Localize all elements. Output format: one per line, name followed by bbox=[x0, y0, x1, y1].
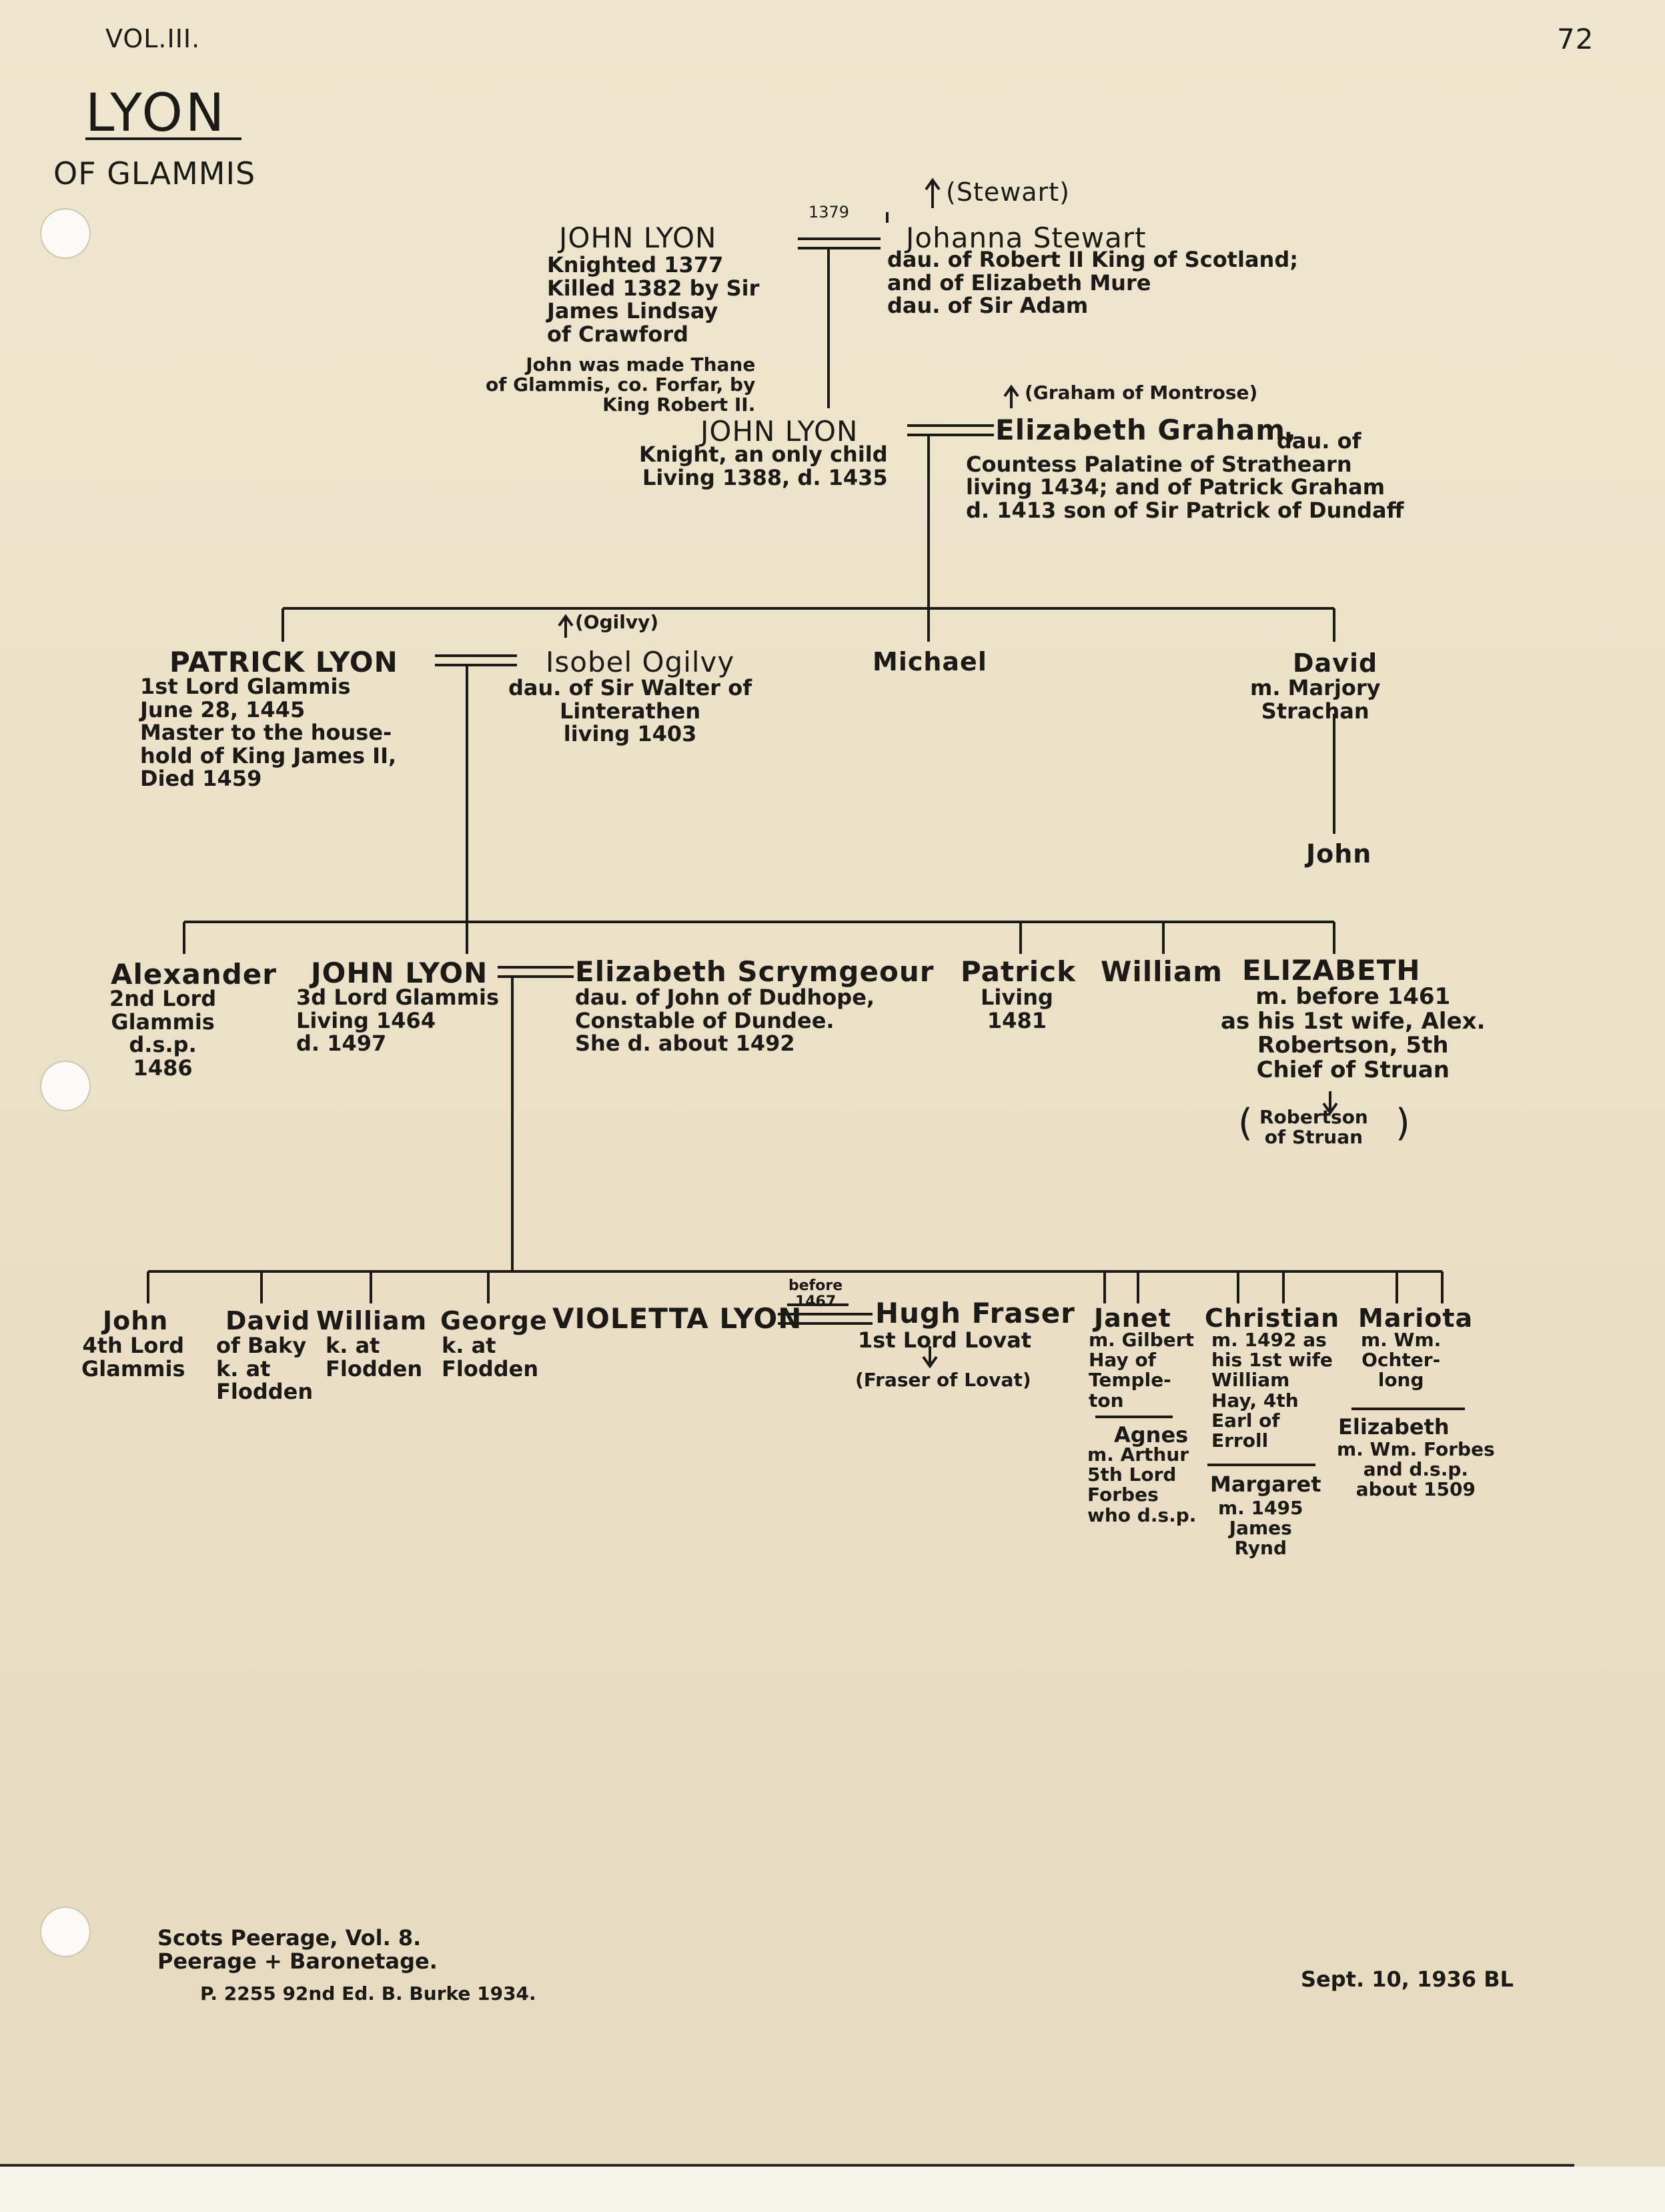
gen4-patrick-note: Living 1481 bbox=[981, 985, 1053, 1033]
gen3-isobel-note: dau. of Sir Walter of Linterathen living… bbox=[508, 675, 752, 747]
gen5-john-name: John bbox=[103, 1306, 169, 1335]
scan-margin bbox=[0, 2167, 1665, 2212]
gen4-john-lyon-name: JOHN LYON bbox=[311, 957, 488, 989]
gen5-george-note: k. at Flodden bbox=[442, 1333, 539, 1381]
gen5-david-note: of Baky k. at Flodden bbox=[216, 1333, 314, 1405]
gen5-christian-name: Christian bbox=[1205, 1303, 1340, 1333]
gen1-john-lyon-name: JOHN LYON bbox=[559, 221, 717, 254]
gen5-william-name: William bbox=[316, 1306, 428, 1335]
gen5-john-note: 4th Lord Glammis bbox=[81, 1333, 185, 1381]
gen4-alexander-name: Alexander bbox=[111, 958, 277, 991]
punch-hole bbox=[40, 1906, 91, 1957]
gen1-marriage-year: 1379 bbox=[808, 203, 850, 221]
gen5-william-note: k. at Flodden bbox=[326, 1333, 423, 1381]
gen2-john-lyon-name: JOHN LYON bbox=[700, 415, 859, 448]
gen3-patrick-note: 1st Lord Glammis June 28, 1445 Master to… bbox=[140, 674, 397, 792]
gen2-john-lyon-note: Knight, an only child Living 1388, d. 14… bbox=[639, 442, 888, 490]
paren-close: ) bbox=[1396, 1101, 1410, 1145]
gen4-william-name: William bbox=[1101, 955, 1223, 988]
punch-hole bbox=[40, 208, 91, 259]
gen2-elizabeth-graham-name: Elizabeth Graham, bbox=[995, 414, 1297, 446]
paren-open: ( bbox=[1238, 1101, 1253, 1145]
gen5-fraser-ref: (Fraser of Lovat) bbox=[855, 1369, 1031, 1391]
volume-label: VOL.III. bbox=[105, 24, 201, 53]
gen5-janet-note: m. Gilbert Hay of Temple- ton bbox=[1089, 1329, 1194, 1412]
gen4-elizabeth-scrymgeour-name: Elizabeth Scrymgeour bbox=[575, 955, 935, 988]
gen4-patrick-name: Patrick bbox=[961, 955, 1077, 988]
gen5-violetta-lyon-name: VIOLETTA LYON bbox=[552, 1302, 802, 1335]
gen5-margaret-name: Margaret bbox=[1210, 1472, 1321, 1497]
gen4-robertson-ref: Robertson of Struan bbox=[1259, 1106, 1368, 1149]
gen3-david-note: m. Marjory Strachan bbox=[1250, 675, 1381, 724]
page-number: 72 bbox=[1557, 23, 1594, 55]
gen5-george-name: George bbox=[440, 1306, 548, 1335]
gen3-david-son-john: John bbox=[1306, 839, 1372, 869]
gen5-hugh-fraser-name: Hugh Fraser bbox=[875, 1297, 1075, 1329]
gen5-janet-name: Janet bbox=[1094, 1303, 1171, 1333]
footer-date: Sept. 10, 1936 BL bbox=[1301, 1967, 1514, 1992]
gen2-elizabeth-note: dau. of Countess Palatine of Strathearn … bbox=[966, 428, 1404, 523]
gen5-elizabeth-note: m. Wm. Forbes and d.s.p. about 1509 bbox=[1337, 1438, 1495, 1501]
gen2-elizabeth-origin: (Graham of Montrose) bbox=[1025, 382, 1258, 404]
gen3-patrick-lyon-name: PATRICK LYON bbox=[169, 646, 398, 678]
gen4-elizabeth-lyon-name: ELIZABETH bbox=[1242, 954, 1421, 987]
gen5-david-name: David bbox=[225, 1306, 311, 1335]
gen1-john-thane-note: John was made Thane of Glammis, co. Forf… bbox=[486, 354, 756, 416]
footer-sources: Scots Peerage, Vol. 8. Peerage + Baronet… bbox=[157, 1925, 438, 1974]
gen5-hugh-note: 1st Lord Lovat bbox=[858, 1327, 1032, 1353]
gen3-david-name: David bbox=[1293, 648, 1378, 678]
gen5-elizabeth-name: Elizabeth bbox=[1338, 1414, 1450, 1440]
gen4-john-note: 3d Lord Glammis Living 1464 d. 1497 bbox=[296, 985, 500, 1057]
gen4-elizabeth-note: m. before 1461 as his 1st wife, Alex. Ro… bbox=[1221, 983, 1486, 1084]
gen3-michael-name: Michael bbox=[873, 647, 987, 676]
gen3-isobel-ogilvy-name: Isobel Ogilvy bbox=[546, 646, 735, 678]
gen4-elizabeth-scrymgeour-note: dau. of John of Dudhope, Constable of Du… bbox=[575, 985, 875, 1057]
family-title: LYON bbox=[85, 83, 227, 143]
gen3-isobel-origin: (Ogilvy) bbox=[575, 611, 659, 633]
punch-hole bbox=[40, 1061, 91, 1111]
gen1-johanna-note: dau. of Robert II King of Scotland; and … bbox=[887, 247, 1299, 319]
gen1-johanna-stewart-name: Johanna Stewart bbox=[906, 221, 1147, 254]
gen5-mariota-name: Mariota bbox=[1358, 1303, 1474, 1333]
gen5-agnes-name: Agnes bbox=[1114, 1422, 1189, 1448]
gen5-christian-note: m. 1492 as his 1st wife William Hay, 4th… bbox=[1211, 1329, 1333, 1452]
gen4-alexander-note: 2nd Lord Glammis d.s.p. 1486 bbox=[109, 986, 217, 1081]
footer-burke-ref: P. 2255 92nd Ed. B. Burke 1934. bbox=[200, 1983, 536, 2005]
gen1-johanna-origin: (Stewart) bbox=[946, 177, 1070, 207]
gen1-john-lyon-note: Knighted 1377 Killed 1382 by Sir James L… bbox=[547, 252, 760, 347]
gen5-mariota-note: m. Wm. Ochter- long bbox=[1361, 1329, 1442, 1392]
gen5-agnes-note: m. Arthur 5th Lord Forbes who d.s.p. bbox=[1087, 1444, 1197, 1526]
branch-title: OF GLAMMIS bbox=[53, 155, 256, 191]
gen5-marriage-note: before 1467 bbox=[788, 1277, 843, 1310]
page-bottom-edge bbox=[0, 2164, 1574, 2167]
gen5-margaret-note: m. 1495 James Rynd bbox=[1218, 1497, 1303, 1560]
